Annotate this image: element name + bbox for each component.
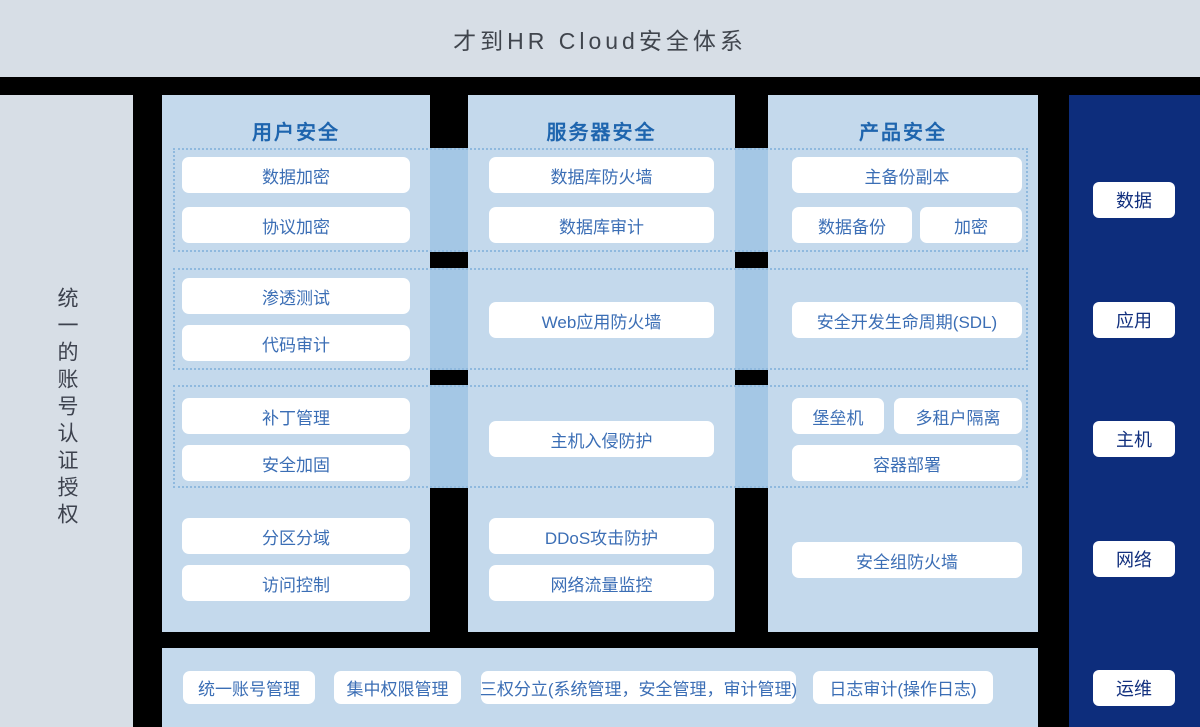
layer-chip-network: 网络: [1093, 541, 1175, 577]
bottom-bar-governance: 统一账号管理 集中权限管理 三权分立(系统管理，安全管理，审计管理) 日志审计(…: [162, 648, 1038, 727]
right-rail-layers: 数据 应用 主机 网络 运维: [1069, 95, 1200, 727]
left-rail-label: 统一的账号认证授权: [55, 287, 78, 530]
connector-band: [735, 148, 768, 252]
chip-sdl: 安全开发生命周期(SDL): [792, 302, 1022, 338]
page-title: 才到HR Cloud安全体系: [453, 27, 747, 54]
chip-encryption: 加密: [920, 207, 1022, 243]
chip-security-group-firewall: 安全组防火墙: [792, 542, 1022, 578]
header-bar: 才到HR Cloud安全体系: [0, 0, 1200, 77]
chip-centralized-permission-management: 集中权限管理: [334, 671, 461, 704]
chip-separation-of-three-powers: 三权分立(系统管理，安全管理，审计管理): [480, 671, 797, 704]
column-server-security: 服务器安全 数据库防火墙 数据库审计 Web应用防火墙 主机入侵防护 DDoS攻…: [468, 95, 735, 632]
column-title-user-security: 用户安全: [252, 122, 340, 144]
chip-unified-account-management: 统一账号管理: [183, 671, 315, 704]
column-title-server-security: 服务器安全: [546, 122, 657, 144]
chip-host-intrusion-prevention: 主机入侵防护: [489, 421, 714, 457]
left-rail-unified-auth: 统一的账号认证授权: [0, 95, 133, 727]
column-product-security: 产品安全 主备份副本 数据备份 加密 安全开发生命周期(SDL) 堡垒机 多租户…: [768, 95, 1038, 632]
chip-database-audit: 数据库审计: [489, 207, 714, 243]
chip-data-backup: 数据备份: [792, 207, 912, 243]
column-title-product-security: 产品安全: [859, 122, 947, 144]
chip-primary-backup-replica: 主备份副本: [792, 157, 1022, 193]
layer-chip-host: 主机: [1093, 421, 1175, 457]
chip-data-encryption: 数据加密: [182, 157, 410, 193]
layer-chip-operations: 运维: [1093, 670, 1175, 706]
chip-partition-zoning: 分区分域: [182, 518, 410, 554]
chip-penetration-testing: 渗透测试: [182, 278, 410, 314]
connector-band: [735, 385, 768, 488]
chip-network-traffic-monitoring: 网络流量监控: [489, 565, 714, 601]
chip-protocol-encryption: 协议加密: [182, 207, 410, 243]
chip-multi-tenant-isolation: 多租户隔离: [894, 398, 1022, 434]
chip-container-deployment: 容器部署: [792, 445, 1022, 481]
chip-ddos-protection: DDoS攻击防护: [489, 518, 714, 554]
column-user-security: 用户安全 数据加密 协议加密 渗透测试 代码审计 补丁管理 安全加固 分区分域 …: [162, 95, 430, 632]
chip-web-app-firewall: Web应用防火墙: [489, 302, 714, 338]
connector-band: [430, 268, 468, 370]
chip-access-control: 访问控制: [182, 565, 410, 601]
chip-bastion-host: 堡垒机: [792, 398, 884, 434]
chip-code-audit: 代码审计: [182, 325, 410, 361]
connector-band: [430, 148, 468, 252]
layer-chip-application: 应用: [1093, 302, 1175, 338]
connector-band: [735, 268, 768, 370]
chip-patch-management: 补丁管理: [182, 398, 410, 434]
chip-database-firewall: 数据库防火墙: [489, 157, 714, 193]
layer-chip-data: 数据: [1093, 182, 1175, 218]
chip-security-hardening: 安全加固: [182, 445, 410, 481]
chip-log-audit: 日志审计(操作日志): [813, 671, 993, 704]
connector-band: [430, 385, 468, 488]
